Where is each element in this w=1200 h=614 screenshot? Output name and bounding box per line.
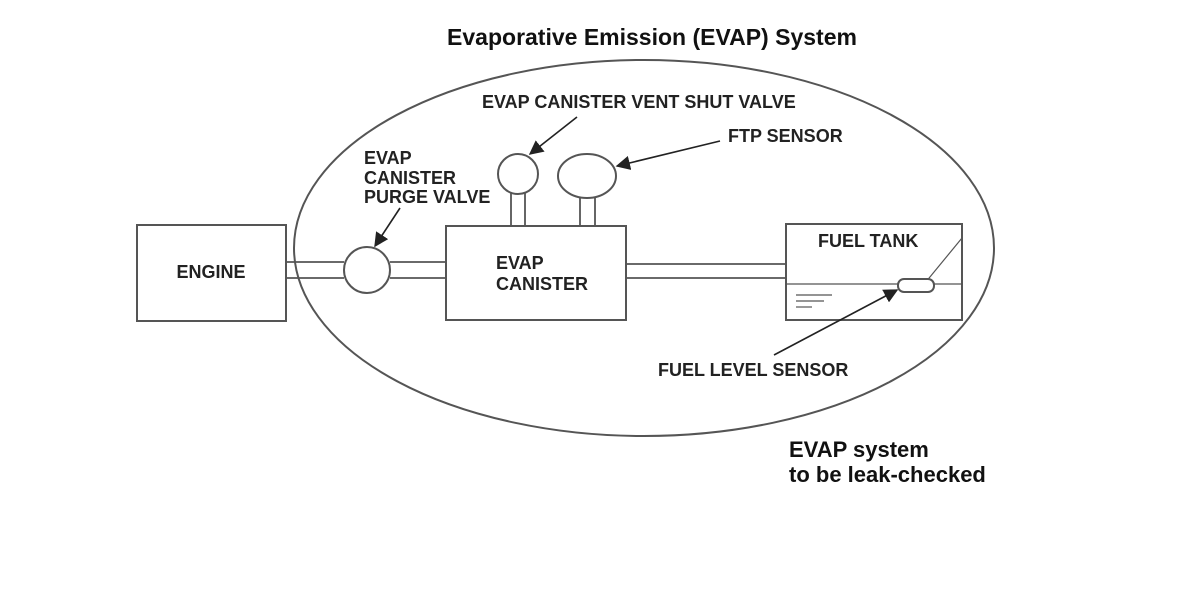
fuel-level-sensor-arm [924, 237, 963, 284]
pipe-canister-to-fuel-tank [626, 263, 786, 279]
fuel-level-sensor-pointer [773, 289, 899, 356]
ftp-sensor-symbol [557, 153, 617, 199]
pipe-engine-to-purge-valve [286, 261, 344, 279]
fuel-tank-label: FUEL TANK [818, 231, 918, 251]
purge-valve-label-line-2: CANISTER [364, 168, 456, 188]
pipe-purge-valve-to-canister [390, 261, 446, 279]
ftp-sensor-label: FTP SENSOR [728, 126, 843, 146]
diagram-title: Evaporative Emission (EVAP) System [447, 24, 857, 50]
fuel-level-marks [796, 294, 832, 308]
evap-canister-label-line-2: CANISTER [496, 274, 588, 294]
fuel-level-sensor-float [897, 278, 935, 293]
purge-valve-label-line-1: EVAP [364, 148, 412, 168]
pipe-canister-to-ftp-sensor [579, 194, 596, 226]
purge-valve-symbol [343, 246, 391, 294]
engine-box [136, 224, 287, 322]
purge-valve-label-line-3: PURGE VALVE [364, 187, 490, 207]
vent-shut-valve-pointer [528, 116, 578, 155]
leak-check-boundary [293, 59, 995, 437]
pipe-canister-to-vent-shut-valve [510, 193, 526, 226]
evap-canister-label-line-1: EVAP [496, 253, 544, 273]
evap-canister-box [445, 225, 627, 321]
vent-shut-valve-label: EVAP CANISTER VENT SHUT VALVE [482, 92, 796, 112]
vent-shut-valve-symbol [497, 153, 539, 195]
engine-label: ENGINE [176, 262, 245, 282]
leak-check-note-line-2: to be leak-checked [789, 462, 986, 487]
purge-valve-pointer [374, 207, 401, 248]
fuel-tank-box [785, 223, 963, 321]
fuel-level-sensor-label: FUEL LEVEL SENSOR [658, 360, 848, 380]
leak-check-note-line-1: EVAP system [789, 437, 929, 462]
ftp-sensor-pointer [615, 140, 721, 170]
